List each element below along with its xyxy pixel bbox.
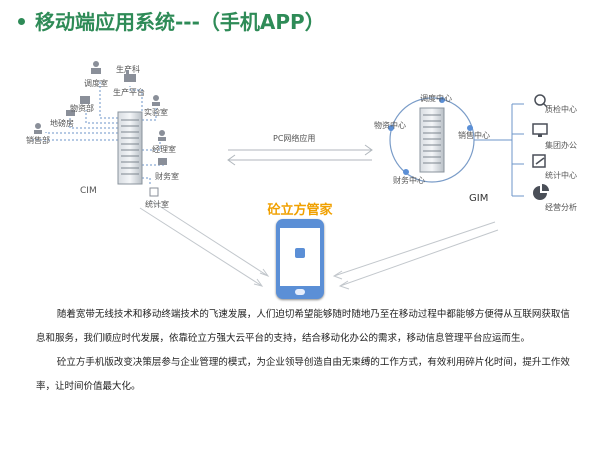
phone-screen (280, 228, 320, 286)
cim-dept-label: 调度室 (84, 79, 108, 88)
gim-module-icons (532, 94, 549, 200)
cim-dept-label: 统计室 (145, 200, 169, 209)
gim-center-label: 财务中心 (393, 176, 425, 185)
cim-dept-label: 财务室 (155, 172, 179, 181)
cim-dept-label: 生产平台 (113, 88, 145, 97)
gim-module-label: 集团办公 (545, 141, 577, 150)
gim-center-label: 调度中心 (420, 94, 452, 103)
cim-dept-label: 实验室 (144, 108, 168, 117)
gim-center-label: 物资中心 (374, 121, 406, 130)
page-title: 移动端应用系统---（手机APP） (18, 8, 325, 36)
gim-module-connectors (474, 103, 524, 197)
gim-center-label: 销售中心 (458, 131, 490, 140)
page-title-text: 移动端应用系统---（手机APP） (35, 10, 325, 34)
gim-module-label: 质检中心 (545, 105, 577, 114)
body-paragraph: 随着宽带无线技术和移动终端技术的飞速发展，人们迫切希望能够随时随地乃至在移动过程… (36, 309, 570, 344)
cim-server-icon (117, 111, 143, 185)
cim-dept-label: 销售部 (26, 136, 50, 145)
gim-label: GIM (469, 193, 489, 204)
pc-network-arrows (227, 144, 373, 166)
cim-dept-label: 物资部 (70, 104, 94, 113)
cim-dept-label: 经理室 (152, 145, 176, 154)
smartphone-icon (276, 219, 324, 299)
cim-label: CIM (80, 186, 97, 196)
gim-server-icon (419, 107, 445, 173)
cim-dept-label: 地磅房 (50, 119, 74, 128)
cim-dept-label: 生产科 (116, 65, 140, 74)
phone-home-button (295, 289, 305, 295)
convergence-arrows (139, 199, 499, 290)
gim-module-label: 统计中心 (545, 171, 577, 180)
body-text: 随着宽带无线技术和移动终端技术的飞速发展，人们迫切希望能够随时随地乃至在移动过程… (36, 303, 576, 399)
title-bullet (18, 18, 25, 25)
cim-dept-icons (34, 61, 167, 197)
gim-module-label: 经营分析 (545, 203, 577, 212)
app-name: 砼立方管家 (267, 203, 333, 218)
pc-network-label: PC网络应用 (273, 134, 316, 143)
body-paragraph: 砼立方手机版改变决策层参与企业管理的模式，为企业领导创造自由无束缚的工作方式，有… (36, 357, 570, 392)
system-diagram (30, 61, 549, 290)
app-logo-icon (295, 248, 305, 258)
